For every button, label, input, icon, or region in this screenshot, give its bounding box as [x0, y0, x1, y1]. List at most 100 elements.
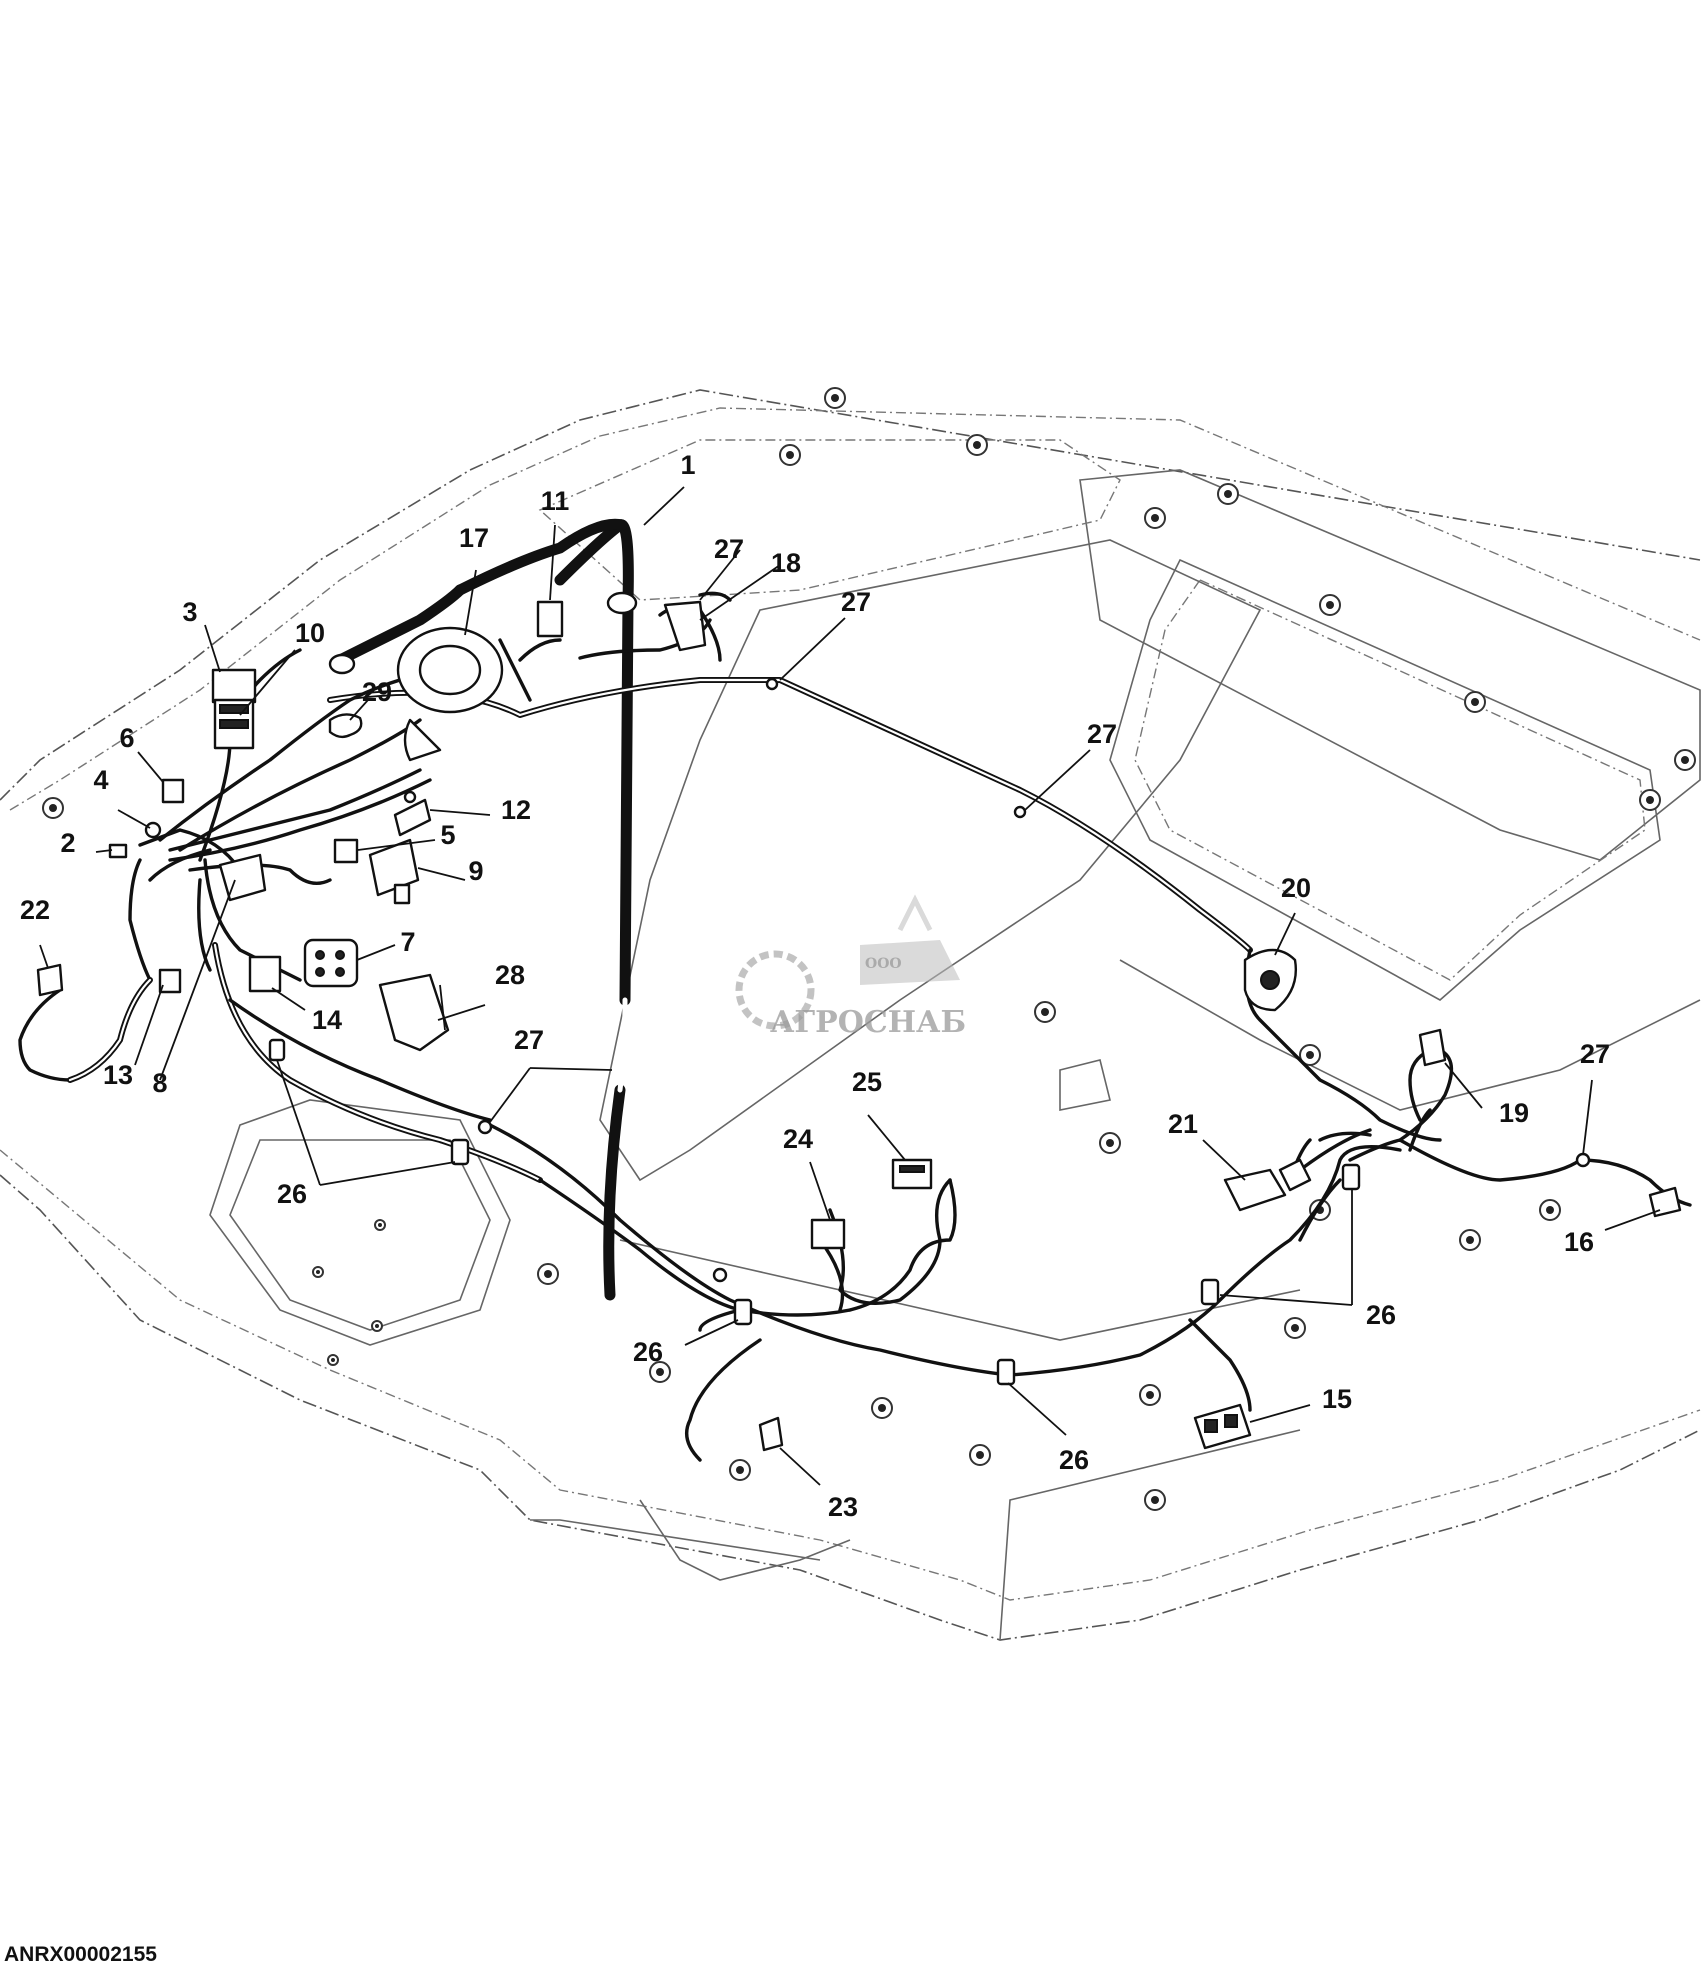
component-16-connector — [1648, 1186, 1682, 1218]
component-8-module — [218, 853, 267, 902]
tie-27-d — [1013, 805, 1027, 819]
bolt-icon — [729, 1459, 751, 1481]
component-2-terminal — [108, 843, 128, 859]
component-19-connector — [1418, 1028, 1447, 1067]
component-21-connector — [1223, 1158, 1312, 1212]
callout-18: 18 — [771, 548, 801, 578]
tie-27-b — [712, 1267, 728, 1283]
bolt-icon — [1034, 1001, 1056, 1023]
component-5-connector — [333, 838, 359, 864]
component-28-module — [378, 973, 450, 1052]
bolt-icon — [1674, 749, 1696, 771]
bolt-icon — [374, 1219, 386, 1231]
callout-27-e: 27 — [1580, 1039, 1610, 1069]
callout-29: 29 — [362, 677, 392, 707]
roof-panels — [209, 439, 1701, 1581]
clip-26-d — [996, 1358, 1016, 1386]
clip-26-f — [1341, 1163, 1361, 1191]
callout-28: 28 — [495, 960, 525, 990]
bolt-icon — [1319, 594, 1341, 616]
callout-27-a: 27 — [714, 534, 744, 564]
bolt-icon — [1217, 483, 1239, 505]
callout-26-c: 26 — [1059, 1445, 1089, 1475]
fastener-bolts — [42, 387, 1696, 1511]
callout-2: 2 — [60, 828, 75, 858]
bolt-icon — [779, 444, 801, 466]
callout-7: 7 — [400, 927, 415, 957]
callout-17: 17 — [459, 523, 489, 553]
bolt-icon — [42, 797, 64, 819]
bolt-icon — [1284, 1317, 1306, 1339]
tie-27-e — [765, 677, 779, 691]
component-17-fan-housing — [396, 626, 504, 762]
drawing-code: ANRX00002155 — [4, 1943, 157, 1966]
callout-14: 14 — [312, 1005, 342, 1035]
grommet-1 — [606, 591, 638, 615]
callout-27-c: 27 — [1087, 719, 1117, 749]
component-11-connector — [536, 600, 564, 638]
callout-24: 24 — [783, 1124, 813, 1154]
callout-4: 4 — [93, 765, 108, 795]
callout-8: 8 — [152, 1068, 167, 1098]
callout-15: 15 — [1322, 1384, 1352, 1414]
watermark-prefix: ООО — [865, 956, 902, 972]
bolt-icon — [871, 1397, 893, 1419]
bolt-icon — [1144, 1489, 1166, 1511]
component-15-connector — [1193, 1403, 1252, 1450]
callout-13: 13 — [103, 1060, 133, 1090]
bolt-icon — [371, 1320, 383, 1332]
clip-26-c — [733, 1298, 753, 1326]
callout-3: 3 — [182, 597, 197, 627]
watermark-company: АГРОСНАБ — [770, 1005, 966, 1040]
tie-27-a — [477, 1119, 493, 1135]
callout-16: 16 — [1564, 1227, 1594, 1257]
grommet-10 — [328, 653, 356, 675]
callout-6: 6 — [119, 723, 134, 753]
callout-27-d: 27 — [514, 1025, 544, 1055]
callout-11: 11 — [541, 486, 570, 516]
component-6-connector — [161, 778, 185, 804]
bolt-icon — [1464, 691, 1486, 713]
callout-labels: 1 2 3 4 5 6 7 8 9 10 11 12 13 14 15 16 1… — [20, 450, 1610, 1522]
leader-lines — [39, 486, 1661, 1486]
bolt-icon — [1144, 507, 1166, 529]
bolt-icon — [1539, 1199, 1561, 1221]
callout-26-d: 26 — [1366, 1300, 1396, 1330]
callout-25: 25 — [852, 1067, 882, 1097]
component-22-connector — [36, 963, 64, 997]
bolt-icon — [649, 1361, 671, 1383]
component-13-connector — [158, 968, 182, 994]
callout-12: 12 — [501, 795, 531, 825]
callout-22: 22 — [20, 895, 50, 925]
clip-26-a — [268, 1038, 286, 1062]
callout-21: 21 — [1168, 1109, 1198, 1139]
callout-9: 9 — [468, 856, 483, 886]
bolt-icon — [537, 1263, 559, 1285]
callout-10: 10 — [295, 618, 325, 648]
component-9-relay — [368, 838, 420, 905]
bolt-icon — [1299, 1044, 1321, 1066]
bolt-icon — [1099, 1132, 1121, 1154]
callout-26-a: 26 — [277, 1179, 307, 1209]
component-3-connector — [211, 668, 257, 750]
bolt-icon — [1639, 789, 1661, 811]
component-12-switch — [393, 790, 432, 837]
component-25-connector — [891, 1158, 933, 1190]
bolt-icon — [312, 1266, 324, 1278]
callout-27-b: 27 — [841, 587, 871, 617]
callout-1: 1 — [680, 450, 695, 480]
bolt-icon — [1459, 1229, 1481, 1251]
callout-5: 5 — [440, 820, 455, 850]
component-23-connector — [758, 1416, 784, 1452]
bolt-icon — [327, 1354, 339, 1366]
clip-26-b — [450, 1138, 470, 1166]
bolt-icon — [966, 434, 988, 456]
bolt-icon — [824, 387, 846, 409]
callout-19: 19 — [1499, 1098, 1529, 1128]
component-14-connector — [248, 955, 282, 993]
watermark-logo: ООО АГРОСНАБ — [735, 894, 966, 1040]
component-24-connector — [810, 1218, 846, 1250]
component-7-connector — [303, 938, 359, 988]
callout-20: 20 — [1281, 873, 1311, 903]
